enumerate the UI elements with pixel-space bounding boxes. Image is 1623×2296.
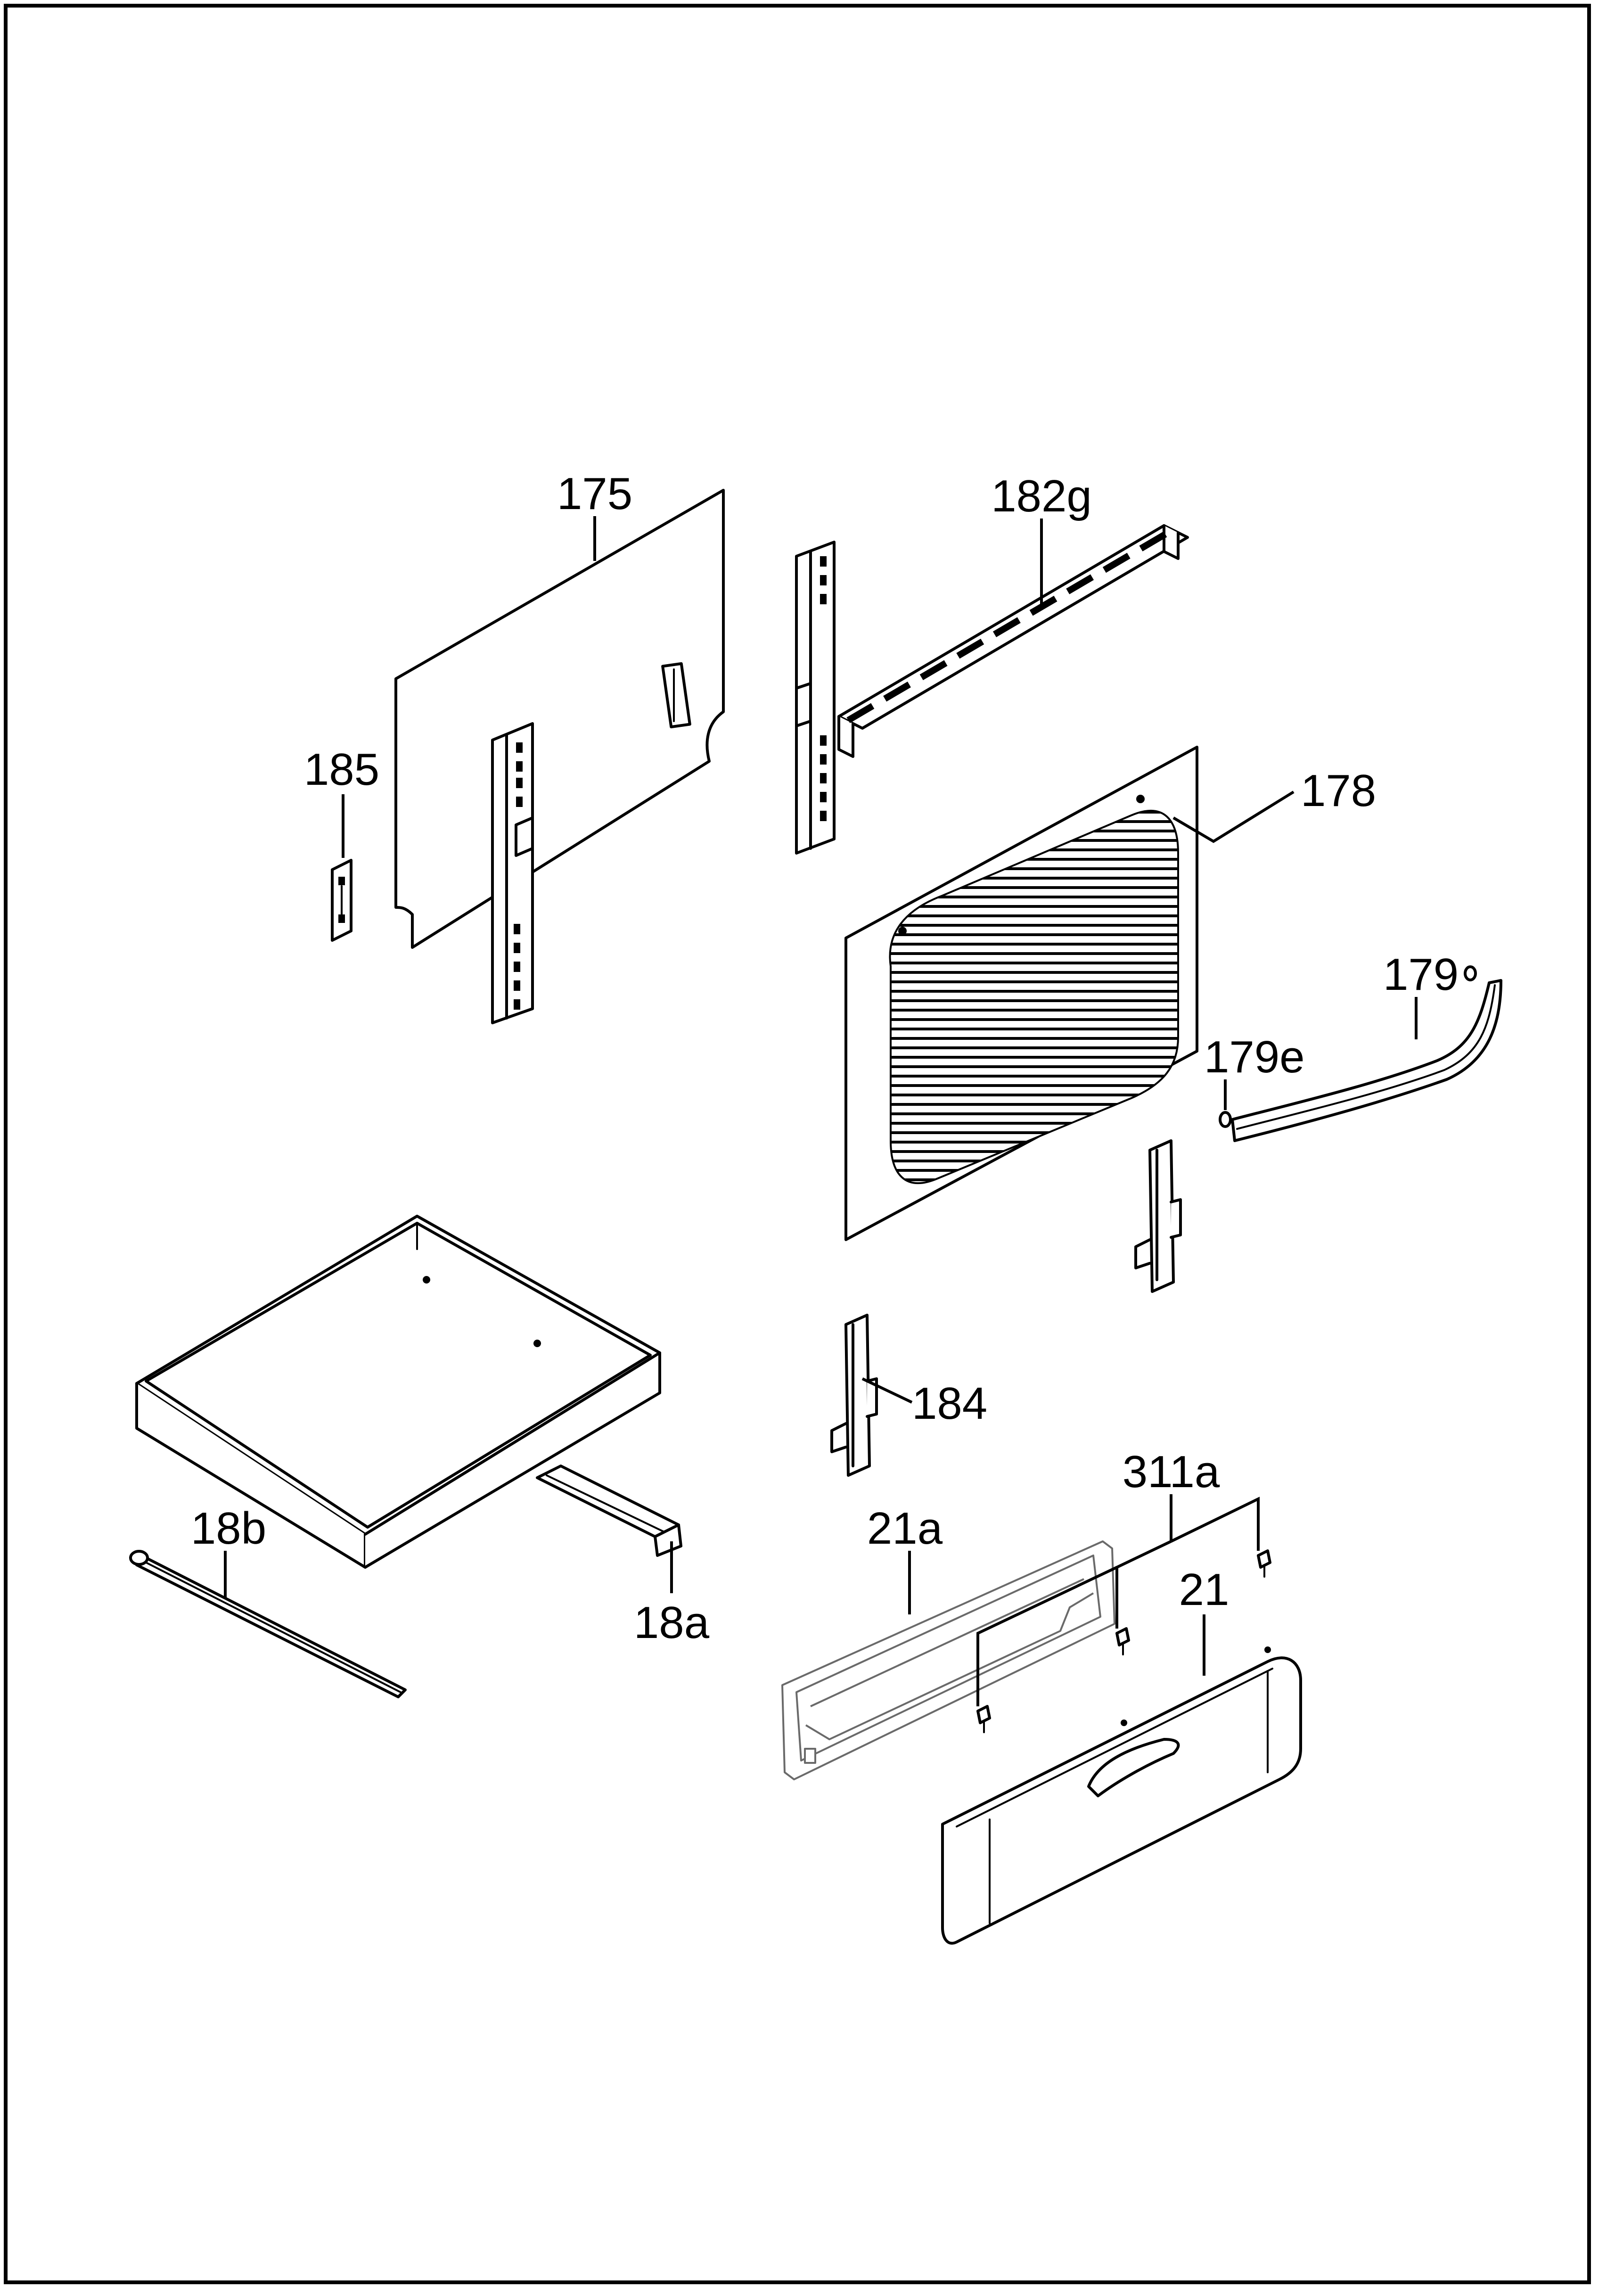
- part-175-back-panel: [394, 489, 725, 949]
- shelf-rail-left: [491, 722, 534, 1024]
- part-182g-rack-bar: [837, 524, 1189, 758]
- label-311a: 311a: [1123, 1447, 1220, 1497]
- label-184: 184: [912, 1378, 987, 1429]
- leader-311a-to-screw-1: [1170, 1497, 1260, 1551]
- part-178-door-glass: [844, 746, 1198, 1241]
- label-185: 185: [304, 744, 379, 795]
- part-18b-runner: [129, 1550, 407, 1698]
- glass-rib-pattern: [890, 811, 1178, 1184]
- label-175: 175: [557, 469, 632, 519]
- screw-311a-3: [976, 1705, 991, 1733]
- leader-311a-to-screw-2: [1115, 1540, 1172, 1629]
- label-18b: 18b: [191, 1503, 266, 1554]
- label-18a: 18a: [634, 1597, 710, 1648]
- warming-drawer-body: [135, 1215, 661, 1569]
- drawing-border: [4, 4, 1591, 2284]
- screw-311a-2: [1115, 1627, 1130, 1655]
- part-179-end-cap: [1464, 965, 1477, 981]
- part-18a-runner: [536, 1465, 682, 1557]
- leader-184: [861, 1377, 913, 1404]
- part-184-hinge: [830, 1314, 878, 1477]
- rail-slots-left: [514, 742, 523, 1010]
- leader-311a-to-screw-3: [976, 1566, 1118, 1706]
- part-185-clip: [331, 859, 352, 942]
- screw-311a-1: [1257, 1549, 1271, 1578]
- label-179: 179: [1383, 949, 1459, 1000]
- rail-slots-right: [820, 556, 827, 821]
- part-21a-inner-panel: [781, 1540, 1115, 1780]
- label-21a: 21a: [867, 1503, 943, 1554]
- part-21-drawer-front: [941, 1646, 1302, 1945]
- part-311a-screws: [976, 1549, 1271, 1733]
- label-182g: 182g: [991, 471, 1092, 521]
- label-21: 21: [1179, 1564, 1230, 1615]
- leader-178: [1172, 790, 1295, 843]
- door-hinge-right: [1134, 1139, 1182, 1293]
- label-179e: 179e: [1204, 1032, 1305, 1082]
- shelf-rail-right: [795, 541, 836, 855]
- label-178: 178: [1301, 765, 1376, 816]
- part-179-door-handle: [1231, 979, 1502, 1142]
- part-179e-screw: [1219, 1111, 1232, 1128]
